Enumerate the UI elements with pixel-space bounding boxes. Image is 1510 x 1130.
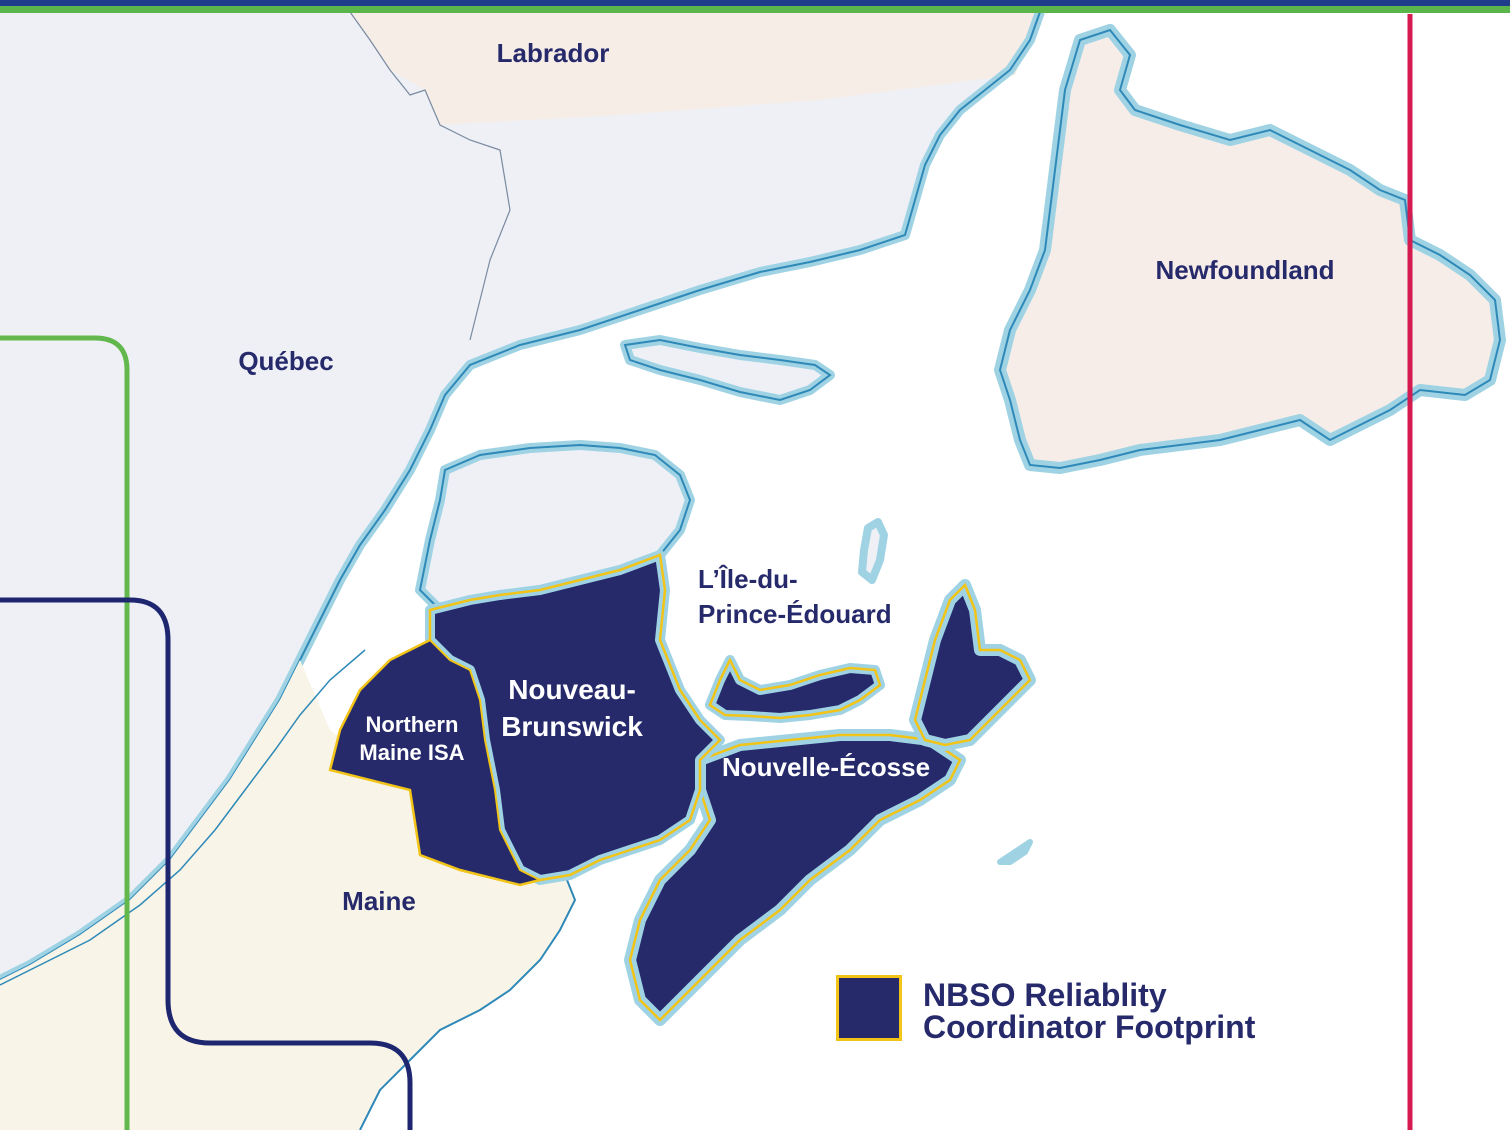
legend-line1: NBSO Reliablity [923, 977, 1167, 1013]
label-newfoundland: Newfoundland [1155, 255, 1334, 285]
labrador-landmass [350, 12, 1040, 125]
nbso-footprint-border [328, 553, 722, 887]
legend-swatch [836, 975, 902, 1041]
label-maine: Maine [342, 886, 416, 916]
legend-line2: Coordinator Footprint [923, 1009, 1256, 1045]
cape-breton-border [913, 582, 1032, 747]
label-nb-line2: Brunswick [501, 711, 643, 742]
quebec-labrador-border [349, 11, 511, 341]
label-labrador: Labrador [497, 38, 610, 68]
label-pei-line1: L’Île-du- [698, 564, 798, 594]
top-bar-blue [0, 0, 1510, 6]
quebec-landmass [0, 12, 1040, 980]
nb-northern-maine-border [429, 639, 541, 881]
label-pei-line2: Prince-Édouard [698, 599, 892, 629]
label-nova-scotia: Nouvelle-Écosse [722, 752, 930, 782]
pei-border [708, 657, 882, 720]
magdalen-islands [858, 518, 888, 584]
legend-label: NBSO Reliablity Coordinator Footprint [923, 979, 1255, 1043]
top-bar-green [0, 6, 1510, 13]
green-boundary-line [0, 335, 130, 1130]
label-northern-maine-line2: Maine ISA [359, 740, 464, 765]
maine-landmass [0, 660, 575, 1130]
label-northern-maine-line1: Northern [366, 712, 459, 737]
label-nb-line1: Nouveau- [508, 674, 636, 705]
northern-maine-isa-landmass [330, 640, 540, 885]
nova-scotia-border [628, 733, 962, 1022]
navy-boundary-line [0, 597, 413, 1130]
anticosti-coastline [623, 338, 832, 402]
newfoundland-coastline [998, 28, 1502, 470]
label-quebec: Québec [238, 346, 333, 376]
sable-island [997, 839, 1033, 865]
st-lawrence-river [0, 649, 366, 986]
map-legend: NBSO Reliablity Coordinator Footprint [836, 975, 1316, 1047]
maine-coastline [359, 874, 577, 1130]
